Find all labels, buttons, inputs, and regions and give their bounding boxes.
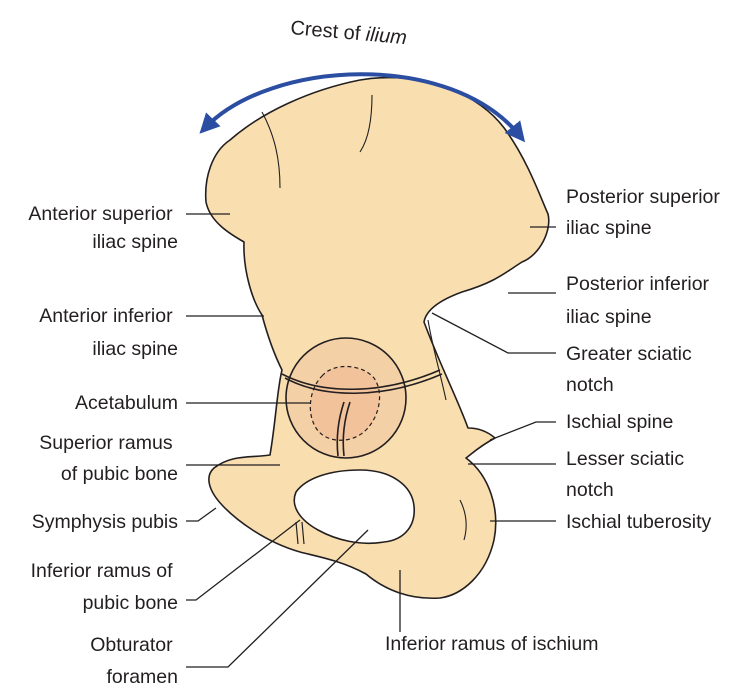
label-inf-ramus-ischium: Inferior ramus of ischium [385,633,598,655]
label-lesser-sciatic: Lesser sciatic notch [566,448,690,501]
label-symphysis: Symphysis pubis [32,511,179,533]
leader-inf-ramus-pubis [186,519,301,601]
ischial-contour [459,499,467,541]
triradiate-line-3 [336,401,345,457]
obturator-foramen-shape [293,469,415,545]
label-asis: Anterior superior iliac spine [28,203,178,253]
label-obturator: Obturator foramen [90,634,178,688]
triradiate-line-2 [284,373,443,395]
hip-bone-outline [204,76,550,600]
left-labels: Anterior superior iliac spine Anterior i… [28,203,178,688]
label-piis: Posterior inferior iliac spine [566,273,714,328]
leader-ischial-spine [489,421,556,441]
pubic-ramus-mark-1 [295,521,299,545]
leader-obturator [186,529,369,668]
leader-greater-sciatic [431,312,556,354]
crest-arrow [199,72,526,143]
label-ischial-tuberosity: Ischial tuberosity [566,511,711,533]
label-ischial-spine: Ischial spine [566,411,673,433]
label-acetabulum: Acetabulum [75,392,178,414]
leader-lines [186,213,556,668]
label-psis: Posterior superior iliac spine [566,186,725,239]
iliac-contour-3 [427,319,447,401]
leader-symphysis [186,507,217,522]
label-greater-sciatic: Greater sciatic notch [566,343,697,396]
hip-bone-illustration [204,76,550,600]
triradiate-line-4 [342,401,351,457]
acetabular-fossa [309,365,381,441]
right-labels: Posterior superior iliac spine Posterior… [566,186,725,533]
pubic-ramus-mark-2 [301,521,305,545]
label-aiis: Anterior inferior iliac spine [39,305,178,360]
crest-title: Crest of ilium [290,17,408,49]
label-sup-ramus-pubis: Superior ramus of pubic bone [39,432,178,485]
label-inf-ramus-pubis: Inferior ramus of pubic bone [31,560,178,614]
triradiate-line-1 [281,369,441,391]
